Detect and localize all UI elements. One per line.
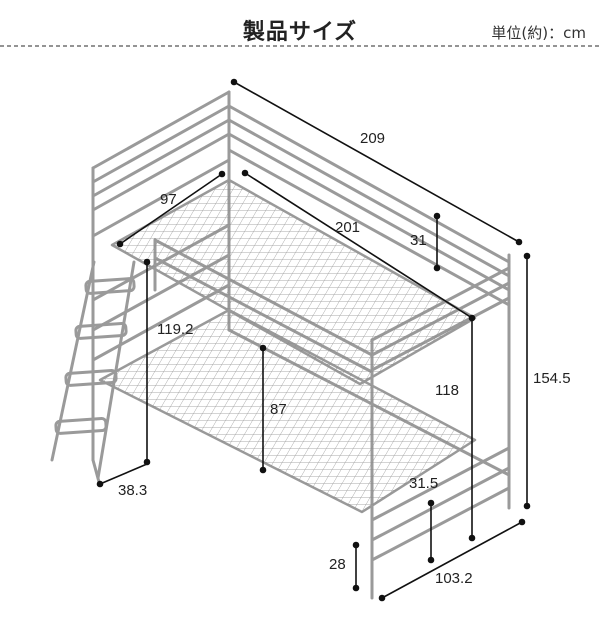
page-title: 製品サイズ	[242, 20, 358, 45]
ladder	[50, 260, 136, 480]
dim-lower-clearance: 87	[270, 401, 287, 418]
dim-overall-height: 154.5	[533, 370, 571, 387]
dim-mattress-width: 97	[160, 191, 177, 208]
dim-ladder-height: 119.2	[157, 321, 193, 338]
lower-mattress-mesh	[100, 310, 475, 512]
dim-guard-height: 31	[410, 232, 427, 249]
upper-mattress-mesh	[112, 180, 475, 384]
dim-overall-length: 209	[360, 130, 385, 147]
dim-floor-clearance: 28	[329, 556, 346, 573]
dim-ladder-depth: 38.3	[118, 482, 147, 499]
dim-lower-guard-height: 31.5	[409, 475, 438, 492]
unit-label: 単位(約)：cm	[491, 24, 586, 42]
dimension-lines	[96, 78, 531, 602]
dim-overall-width: 103.2	[435, 570, 473, 587]
dim-upper-clearance: 118	[435, 382, 459, 399]
dim-mattress-length: 201	[335, 219, 360, 236]
